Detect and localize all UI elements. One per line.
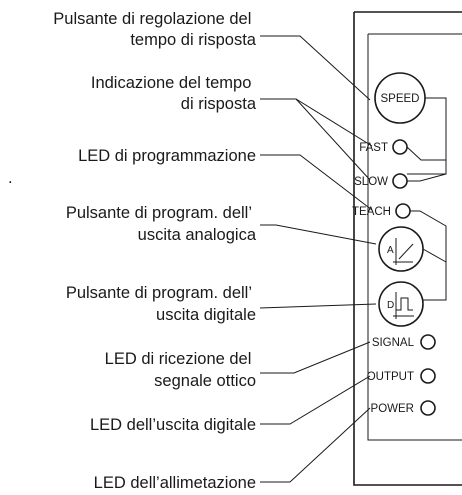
callout-signal-led-line2: segnale ottico	[154, 372, 256, 390]
output-led	[420, 368, 436, 384]
callout-power-led: LED dell’allimetazione	[94, 474, 256, 492]
callout-speed-button: Pulsante di regolazione del tempo di ris…	[53, 10, 257, 49]
signal-label: SIGNAL	[372, 337, 415, 349]
teach-led	[395, 203, 411, 219]
callout-digital-button-line1: Pulsante di program. dell’	[66, 284, 252, 302]
callout-signal-led-line1: LED di ricezione del	[105, 350, 252, 368]
signal-led	[420, 334, 436, 350]
analog-ramp-icon	[393, 238, 414, 265]
fast-label: FAST	[359, 142, 388, 154]
callout-response-time-line2: di risposta	[181, 95, 257, 113]
callout-analog-button-line2: uscita analogica	[138, 226, 257, 244]
analog-letter: A	[387, 245, 394, 256]
leader-analog-button	[260, 224, 377, 245]
outer-housing	[353, 11, 462, 486]
leader-digital-button	[259, 303, 377, 309]
teach-label: TEACH	[352, 206, 391, 218]
leader-power-led	[260, 407, 371, 483]
callout-teach-led-line1: LED di programmazione	[78, 147, 256, 165]
power-led	[420, 400, 436, 416]
digital-button[interactable]	[378, 281, 424, 327]
stray-dot: .	[8, 169, 13, 187]
speed-button-label: SPEED	[381, 93, 420, 105]
leader-signal-led	[260, 341, 371, 374]
callout-output-led-line1: LED dell’uscita digitale	[90, 416, 256, 434]
slow-connector	[407, 173, 447, 182]
leader-response-slow	[295, 98, 371, 181]
slow-led	[392, 173, 408, 189]
leader-teach-led	[260, 154, 373, 211]
slow-label: SLOW	[354, 176, 388, 188]
callout-speed-button-line2: tempo di risposta	[130, 31, 256, 49]
callout-response-time-line1: Indicazione del tempo	[91, 74, 252, 92]
output-label: OUTPUT	[367, 371, 414, 383]
callout-digital-button-line2: uscita digitale	[156, 306, 256, 324]
callout-output-led: LED dell’uscita digitale	[90, 416, 256, 434]
leader-speed-button	[260, 35, 371, 101]
callout-signal-led: LED di ricezione del segnale ottico	[105, 350, 256, 390]
inner-panel	[367, 33, 462, 441]
leader-output-led	[260, 375, 371, 425]
leader-response-fast	[260, 98, 373, 147]
callout-digital-button: Pulsante di program. dell’ uscita digita…	[66, 284, 256, 324]
callout-teach-led: LED di programmazione	[78, 147, 256, 165]
teach-bracket	[410, 210, 447, 301]
callout-speed-button-line1: Pulsante di regolazione del	[53, 10, 251, 28]
speed-bracket	[406, 97, 447, 175]
callout-response-time: Indicazione del tempo di risposta	[91, 74, 257, 113]
callout-analog-button-line1: Pulsante di program. dell’	[66, 204, 252, 222]
digital-step-icon	[393, 292, 414, 319]
power-label: POWER	[371, 403, 414, 415]
callout-power-led-line1: LED dell’allimetazione	[94, 474, 256, 492]
analog-button[interactable]	[378, 226, 424, 272]
digital-letter: D	[387, 300, 394, 311]
callout-analog-button: Pulsante di program. dell’ uscita analog…	[66, 204, 257, 244]
fast-led	[392, 139, 408, 155]
